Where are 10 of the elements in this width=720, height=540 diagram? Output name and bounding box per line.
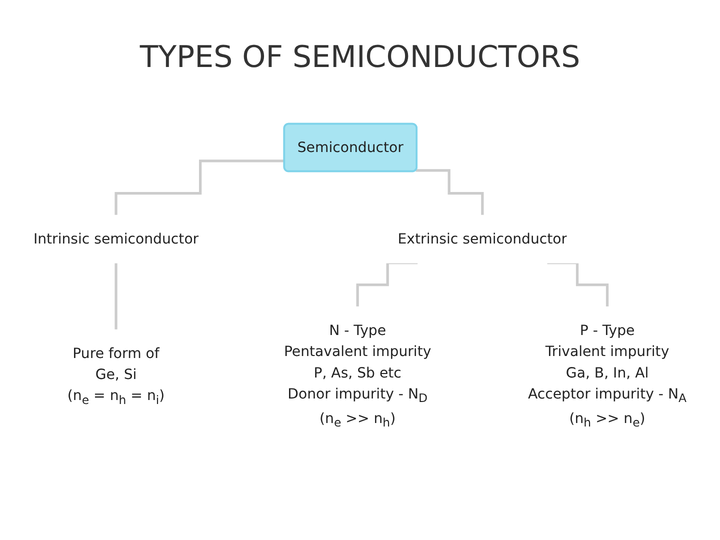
- connector: [114, 160, 285, 217]
- node-text: P - Type Trivalent impurity Ga, B, In, Al Acceptor impurity - N$_{A}$ (n$_{h}$ >> n$_{e}$): [528, 322, 687, 430]
- connector: [547, 262, 609, 308]
- connector: [416, 169, 484, 217]
- node-text: Intrinsic semiconductor: [33, 230, 199, 247]
- connector: [356, 262, 418, 308]
- node-text: Pure form of Ge, Si (n$_{e}$ = n$_{h}$ = n$_{i}$): [67, 344, 165, 408]
- node-text: N - Type Pentavalent impurity P, As, Sb etc Donor impurity - N$_{D}$ (n$_{e}$ >> n$_{h}$): [284, 322, 432, 430]
- connector: [114, 262, 118, 332]
- title: TYPES OF SEMICONDUCTORS: [138, 40, 582, 75]
